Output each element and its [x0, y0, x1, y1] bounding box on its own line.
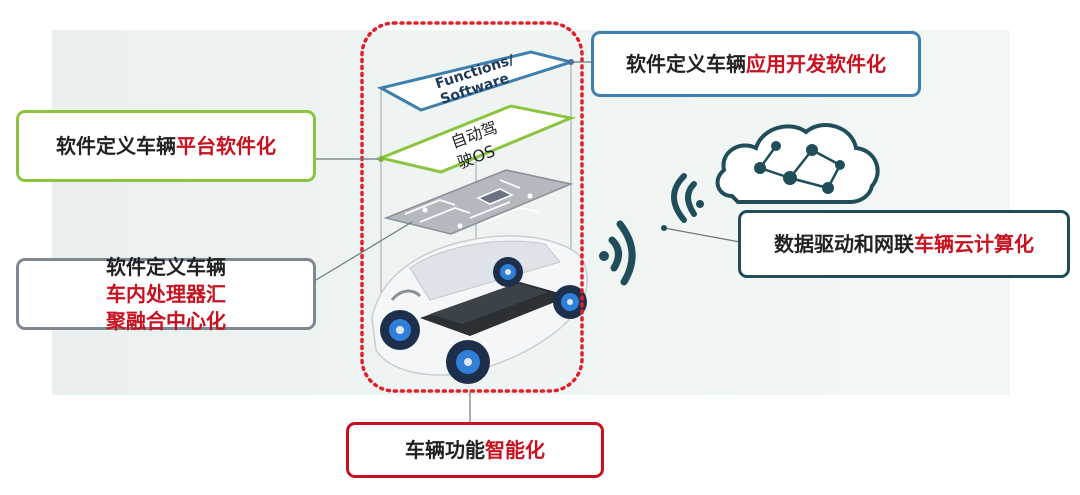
car-illustration [371, 235, 588, 384]
callout-app-prefix: 软件定义车辆 [626, 51, 746, 76]
functions-software-layer: Functions/ Software [376, 50, 577, 112]
callout-platform-software: 软件定义车辆平台软件化 [16, 110, 316, 182]
callout-processor-prefix: 软件定义车辆 [106, 254, 226, 279]
callout-smart-functions: 车辆功能智能化 [346, 422, 604, 478]
callout-processor-highlight-1: 车内处理器汇 [106, 281, 226, 306]
cloud-network-icon [715, 123, 880, 204]
circuit-board-layer [383, 169, 574, 235]
callout-processor-highlight-2: 聚融合中心化 [106, 308, 226, 333]
callout-platform-highlight: 平台软件化 [176, 133, 276, 158]
vehicle-dotted-frame [360, 21, 584, 393]
connector-lines [315, 61, 741, 422]
callout-cloud-prefix: 数据驱动和网联 [774, 231, 914, 256]
callout-platform-prefix: 软件定义车辆 [56, 133, 176, 158]
callout-smart-prefix: 车辆功能 [405, 437, 485, 462]
callout-app-software: 软件定义车辆应用开发软件化 [591, 31, 921, 97]
callout-cloud-highlight: 车辆云计算化 [914, 231, 1034, 256]
callout-cloud-computing: 数据驱动和网联车辆云计算化 [738, 210, 1070, 278]
callout-processor-centralization: 软件定义车辆车内处理器汇 聚融合中心化 [16, 255, 316, 333]
wireless-signal-icon-cloud [671, 173, 704, 223]
wireless-signal-icon [599, 220, 636, 286]
callout-app-highlight: 应用开发软件化 [746, 51, 886, 76]
autonomous-os-layer: 自动驾 驶OS [376, 104, 577, 174]
callout-smart-highlight: 智能化 [485, 437, 545, 462]
